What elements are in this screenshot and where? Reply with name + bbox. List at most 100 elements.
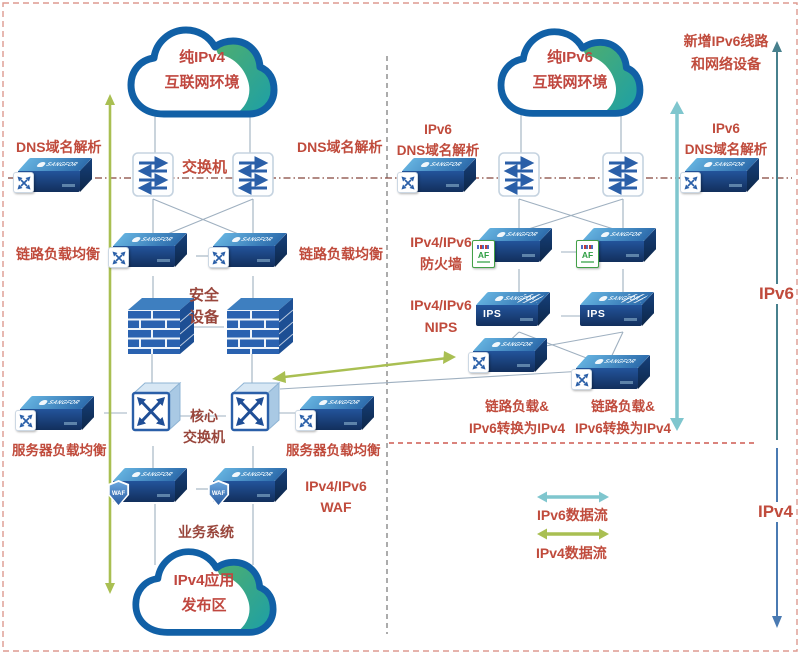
four-way-arrows-badge-icon xyxy=(15,410,36,431)
four-way-arrows-badge-icon xyxy=(571,369,592,390)
af-badge-underline xyxy=(477,261,490,263)
brand-label: SANGFOR xyxy=(602,358,638,365)
label-business-system: 业务系统 xyxy=(178,524,234,540)
legend-ipv4-flow-arrow xyxy=(537,528,609,540)
label-security-devices: 安全设备 xyxy=(188,287,219,326)
ips-front-label: IPS xyxy=(587,308,606,320)
four-way-arrows-badge-icon xyxy=(680,172,701,193)
label-dns-mid: DNS域名解析 xyxy=(297,139,383,155)
appliance-top: SANGFOR xyxy=(113,233,187,246)
brand-label: SANGFOR xyxy=(428,161,464,168)
ipv6-flow-arrow-middle xyxy=(670,101,684,431)
brand-label: SANGFOR xyxy=(608,231,644,238)
label-lb-convert-1: 链路负载&IPv6转换为IPv4 xyxy=(468,399,566,436)
brand-label: SANGFOR xyxy=(46,399,82,406)
brand-label: SANGFOR xyxy=(606,295,642,302)
label-switch: 交换机 xyxy=(182,159,228,176)
brand-label: SANGFOR xyxy=(44,161,80,168)
af-badge: AF xyxy=(576,240,599,268)
appliance-top: SANGFOR xyxy=(213,233,287,246)
appliance-top: SANGFOR xyxy=(473,338,547,351)
brand-label: SANGFOR xyxy=(711,161,747,168)
appliance-top: SANGFOR xyxy=(576,355,650,368)
brand-label: SANGFOR xyxy=(326,399,362,406)
brand-label: SANGFOR xyxy=(239,236,275,243)
ipv4-scope-arrow xyxy=(772,448,782,628)
switch-icon xyxy=(497,151,541,203)
cloud-ipv4-internet xyxy=(126,20,278,131)
label-lb-convert-2: 链路负载&IPv6转换为IPv4 xyxy=(574,399,672,436)
label-dns-left: DNS域名解析 xyxy=(16,139,102,155)
server-lb-appliance-right: SANGFOR xyxy=(295,396,378,432)
appliance-front xyxy=(580,305,642,326)
ips-appliance-1: SANGFOR IPS xyxy=(476,292,554,328)
waf-shield-icon: WAF xyxy=(107,480,130,507)
label-server-lb-left: 服务器负载均衡 xyxy=(12,443,107,458)
label-new-ipv6-lines: 新增IPv6线路和网络设备 xyxy=(683,33,769,72)
af-badge-underline xyxy=(581,261,594,263)
firewall-brick-icon xyxy=(221,296,297,363)
switch-icon xyxy=(601,151,645,203)
brand-label: SANGFOR xyxy=(504,231,540,238)
label-link-lb-right: 链路负载均衡 xyxy=(299,246,383,262)
legend-ipv4-flow-label: IPv4数据流 xyxy=(536,545,607,561)
waf-appliance-1: SANGFOR WAF xyxy=(107,468,191,507)
appliance-front xyxy=(476,305,538,326)
core-switch-icon xyxy=(226,380,284,445)
af-badge-pixels xyxy=(477,245,490,249)
link-lb-appliance-1: SANGFOR xyxy=(108,233,191,269)
af-firewall-appliance-2: SANGFOR AF xyxy=(576,228,660,268)
appliance-top: SANGFOR xyxy=(113,468,187,481)
waf-badge-label: WAF xyxy=(211,490,226,497)
link-lb-ipv6-converter-1: SANGFOR xyxy=(468,338,551,374)
appliance-top: SANGFOR xyxy=(580,292,654,305)
four-way-arrows-badge-icon xyxy=(13,172,34,193)
legend-ipv6-flow-label: IPv6数据流 xyxy=(537,507,608,523)
dns-appliance-right-1: SANGFOR xyxy=(397,158,480,194)
core-switch-icon xyxy=(127,380,185,445)
four-way-arrows-badge-icon xyxy=(397,172,418,193)
four-way-arrows-badge-icon xyxy=(108,247,129,268)
server-lb-appliance-left: SANGFOR xyxy=(15,396,98,432)
label-link-lb-left: 链路负载均衡 xyxy=(16,246,100,262)
firewall-brick-icon xyxy=(122,296,198,363)
ips-appliance-2: SANGFOR IPS xyxy=(580,292,658,328)
dns-appliance-right-2: SANGFOR xyxy=(680,158,763,194)
af-firewall-appliance-1: SANGFOR AF xyxy=(472,228,556,268)
label-ipv6-zone: IPv6 xyxy=(757,284,796,304)
switch-icon xyxy=(131,151,175,203)
label-core-switch: 核心交换机 xyxy=(183,408,225,445)
cloud-ipv6-internet xyxy=(496,22,644,130)
link-lb-appliance-2: SANGFOR xyxy=(208,233,291,269)
af-badge-label: AF xyxy=(581,250,594,260)
ipv4-flow-arrow-left xyxy=(105,94,115,594)
brand-label: SANGFOR xyxy=(499,341,535,348)
ips-front-label: IPS xyxy=(483,308,502,320)
brand-label: SANGFOR xyxy=(502,295,538,302)
af-badge-label: AF xyxy=(477,250,490,260)
appliance-top: SANGFOR xyxy=(18,158,92,171)
brand-label: SANGFOR xyxy=(239,471,275,478)
cloud-ipv4-app-zone-label: IPv4应用发布区 xyxy=(173,572,235,614)
legend-ipv6-flow-arrow xyxy=(537,491,609,503)
four-way-arrows-badge-icon xyxy=(295,410,316,431)
cloud-ipv4-app-zone xyxy=(131,542,277,649)
waf-appliance-2: SANGFOR WAF xyxy=(207,468,291,507)
af-badge: AF xyxy=(472,240,495,268)
appliance-top: SANGFOR xyxy=(20,396,94,409)
label-server-lb-right: 服务器负载均衡 xyxy=(286,443,381,458)
brand-label: SANGFOR xyxy=(139,471,175,478)
waf-shield-icon: WAF xyxy=(207,480,230,507)
appliance-top: SANGFOR xyxy=(300,396,374,409)
ipv4-dataflow-diagonal-arrow xyxy=(272,351,456,383)
